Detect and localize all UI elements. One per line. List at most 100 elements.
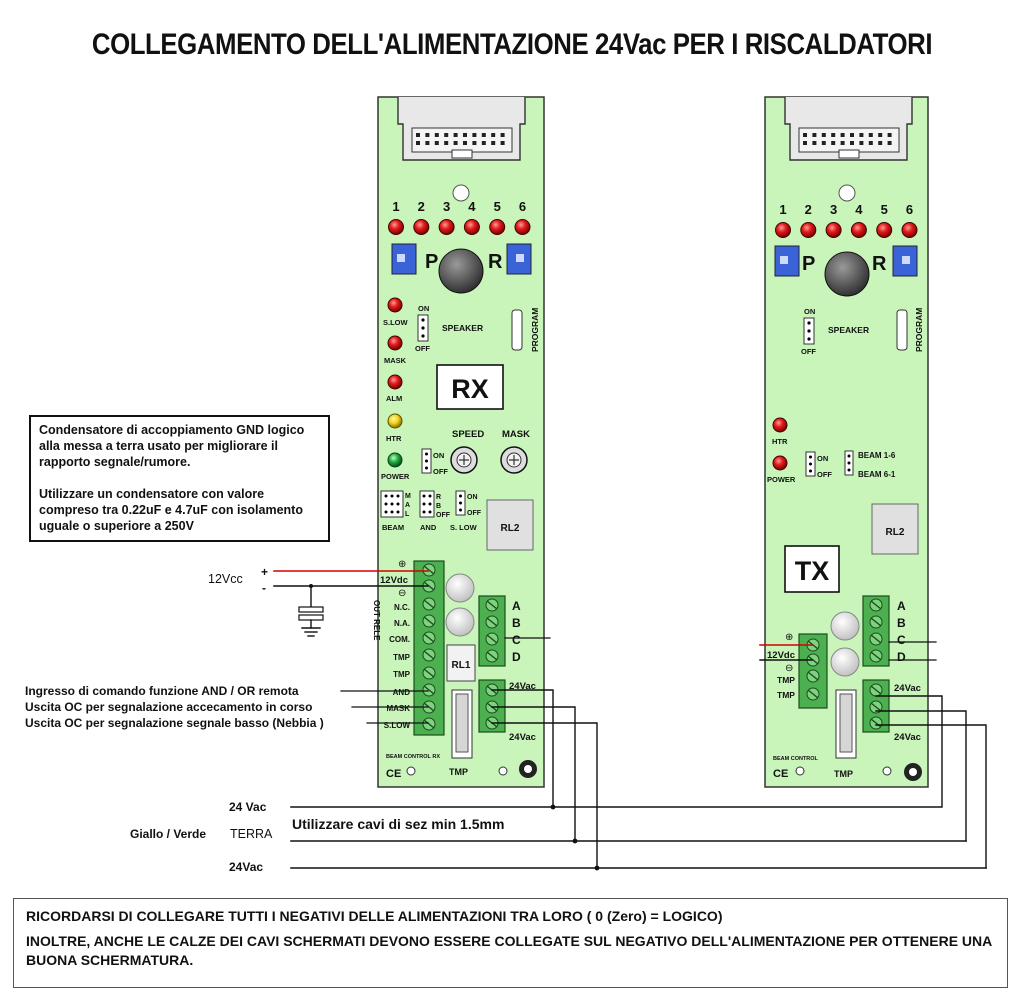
rx-name-box — [436, 364, 504, 410]
rx-ce-mark: CE — [386, 768, 401, 780]
led-number: 2 — [418, 199, 425, 214]
tx-power-label: POWER — [767, 475, 796, 484]
tx-footer-label: BEAM CONTROL — [773, 756, 819, 762]
tx-screw-1 — [795, 766, 805, 776]
rx-screw-2 — [498, 766, 508, 776]
tx-disc-1 — [830, 611, 860, 641]
terminal-label: N.C. — [394, 603, 410, 612]
rx-slow-led-label: S.LOW — [383, 318, 409, 327]
rx-24vac-bottom-label: 24Vac — [509, 732, 536, 743]
tx-htr-led — [772, 417, 788, 433]
output-slow-label: Uscita OC per segnalazione segnale basso… — [25, 716, 324, 730]
rx-buzzer — [438, 248, 484, 294]
terminal-label: COM. — [389, 635, 410, 644]
input-and-or-label: Ingresso di comando funzione AND / OR re… — [25, 684, 299, 698]
reminder-line1: RICORDARSI DI COLLEGARE TUTTI I NEGATIVI… — [26, 908, 723, 924]
rx-slow-led — [387, 297, 403, 313]
rx-rl1-label: RL1 — [452, 660, 471, 671]
rx-24vac-top-label: 24Vac — [509, 681, 536, 692]
tx-screw-2 — [882, 766, 892, 776]
rx-and-jumper[interactable] — [419, 490, 435, 518]
status-led — [388, 219, 404, 235]
rx-beam-label: BEAM — [382, 523, 404, 532]
tx-power-led — [772, 455, 788, 471]
tx-ce-mark: CE — [773, 768, 788, 780]
capacitor-plate-1 — [298, 606, 324, 613]
rx-out-rele-label: OUT RELE — [372, 600, 381, 641]
rx-name: RX — [451, 374, 489, 404]
tx-speaker-label: SPEAKER — [828, 325, 869, 335]
led-number: 3 — [443, 199, 450, 214]
tx-jumper-off-label: OFF — [801, 347, 816, 356]
tx-program-label: PROGRAM — [914, 308, 924, 352]
rx-slow2-label: S. LOW — [450, 523, 478, 532]
tx-minus-symbol: ⊖ — [785, 663, 793, 674]
earth-label: TERRA — [230, 827, 273, 841]
rx-rl2-label: RL2 — [501, 523, 520, 534]
rx-and-label: AND — [420, 523, 437, 532]
page-title: COLLEGAMENTO DELL'ALIMENTAZIONE 24Vac PE… — [91, 28, 933, 61]
rx-footer-label: BEAM CONTROL RX — [386, 754, 440, 760]
abcd-label: B — [512, 616, 521, 630]
rx-terminal-block — [413, 560, 445, 736]
rx-mask-led-label: MASK — [384, 356, 407, 365]
rx-alm-led — [387, 374, 403, 390]
status-led — [800, 222, 817, 238]
tx-beam-16-label: BEAM 1-6 — [858, 451, 896, 460]
tx-beam-61-label: BEAM 6-1 — [858, 470, 896, 479]
terminal-label: TMP — [393, 670, 411, 679]
tx-ribbon-connector — [784, 97, 913, 161]
abcd-label: D — [897, 650, 906, 664]
led-number: 4 — [855, 202, 863, 217]
tx-rl2-relay — [871, 503, 919, 555]
supply-12vcc-label: 12Vcc — [208, 572, 243, 586]
abcd-label: C — [512, 633, 521, 647]
tx-r-button[interactable] — [892, 245, 918, 277]
led-number: 6 — [519, 199, 526, 214]
tx-name-box — [784, 545, 840, 593]
led-number: 1 — [392, 199, 399, 214]
status-led — [463, 219, 480, 235]
status-led — [489, 219, 506, 235]
tx-tamper-label: TMP — [834, 769, 853, 779]
rx-disc-2 — [445, 607, 475, 637]
rx-plus-symbol: ⊕ — [398, 559, 406, 570]
rx-jumper2-off: OFF — [433, 467, 448, 476]
capacitor-note-line1: Condensatore di accoppiamento GND logico… — [39, 423, 305, 469]
tx-jumper2-off: OFF — [817, 470, 832, 479]
rx-mask-trimmer-label: MASK — [502, 429, 530, 440]
rx-slow2-off: OFF — [467, 510, 482, 517]
tx-program-button[interactable] — [896, 309, 908, 351]
supply-plus-label: + — [261, 565, 268, 579]
rx-speed-label: SPEED — [452, 429, 484, 440]
tx-mount-hole — [838, 184, 856, 202]
capacitor-note-line2: Utilizzare un condensatore con valore co… — [39, 487, 303, 533]
status-led — [876, 222, 893, 238]
rx-power-led — [387, 452, 403, 468]
status-led — [514, 219, 531, 235]
tx-disc-2 — [830, 647, 860, 677]
tx-htr-label: HTR — [772, 437, 788, 446]
rx-program-button[interactable] — [511, 309, 523, 351]
terminal-label: S.LOW — [384, 721, 411, 730]
terminal-label: TMP — [393, 653, 411, 662]
rx-alm-led-label: ALM — [386, 394, 402, 403]
reminder-line2: INOLTRE, ANCHE LE CALZE DEI CAVI SCHERMA… — [26, 933, 992, 968]
rx-r-label: R — [488, 251, 503, 273]
supply-minus-label: - — [262, 581, 266, 595]
terminal-label: MASK — [386, 704, 410, 713]
tx-jumper2-on: ON — [817, 454, 828, 463]
rx-beam-a: A — [405, 502, 410, 509]
tx-rl2-label: RL2 — [886, 527, 905, 538]
tx-p-label: P — [802, 253, 815, 275]
led-number: 1 — [779, 202, 786, 217]
capacitor-plate-2 — [298, 614, 324, 621]
rx-program-label: PROGRAM — [530, 308, 540, 352]
led-number: 6 — [906, 202, 913, 217]
rx-htr-led-label: HTR — [386, 434, 402, 443]
earth-color-label: Giallo / Verde — [130, 827, 206, 841]
